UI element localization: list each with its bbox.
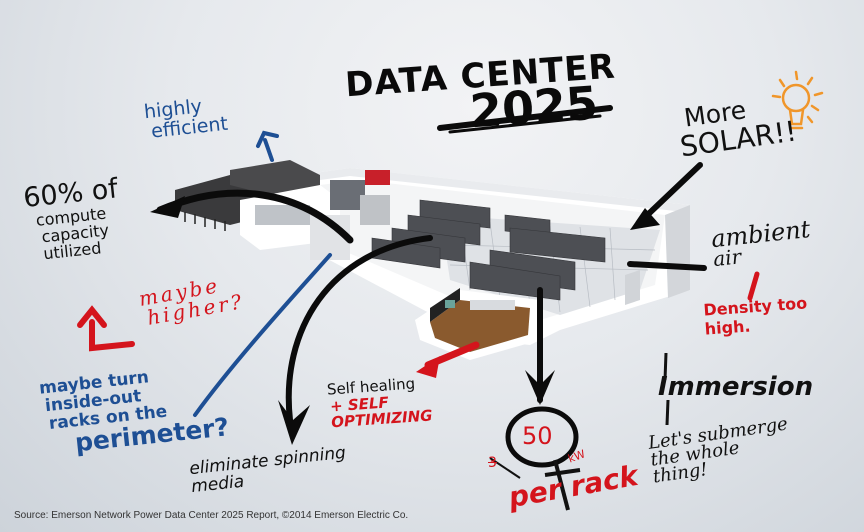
annotation-compute-capacity: 60% of compute capacity utilized — [22, 173, 124, 263]
annotation-density-too-high: Density too high. — [703, 293, 809, 338]
rack-density-value: 50 — [522, 422, 553, 450]
source-credit: Source: Emerson Network Power Data Cente… — [14, 510, 409, 521]
title-line2: 2025 — [468, 75, 600, 139]
annotation-self-healing: Self healing + SELF OPTIMIZING — [326, 374, 433, 432]
annotation-highly-efficient: highly efficient — [143, 94, 229, 142]
annotation-immersion: Immersion — [658, 372, 814, 402]
struck-old-value: 3 — [488, 455, 497, 471]
